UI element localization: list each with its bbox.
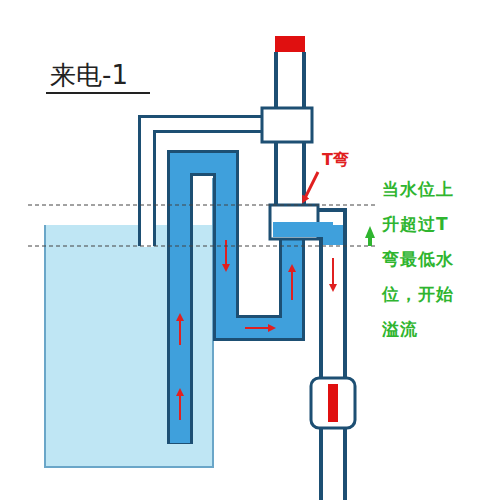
valve: [311, 378, 355, 428]
rise-arrow: [368, 232, 372, 246]
leader-arrow: [304, 172, 318, 200]
upper-tee: [262, 108, 312, 142]
flow-arrow: [245, 327, 272, 329]
flow-arrow: [179, 317, 181, 345]
diagram-title: 来电-1: [50, 58, 128, 93]
level-line: [28, 205, 378, 206]
flow-arrow: [179, 392, 181, 420]
part-label: T弯: [322, 150, 349, 170]
title-underline: [46, 92, 150, 94]
flow-arrow: [291, 268, 293, 300]
level-line: [28, 246, 378, 247]
flow-arrow: [225, 240, 227, 268]
valve-handle: [328, 384, 338, 422]
pipe-cap: [275, 36, 305, 52]
outlet-water: [323, 225, 343, 245]
note-text: 当水位上升超过T弯最低水位，开始溢流: [382, 172, 466, 347]
flow-arrow: [332, 258, 334, 288]
